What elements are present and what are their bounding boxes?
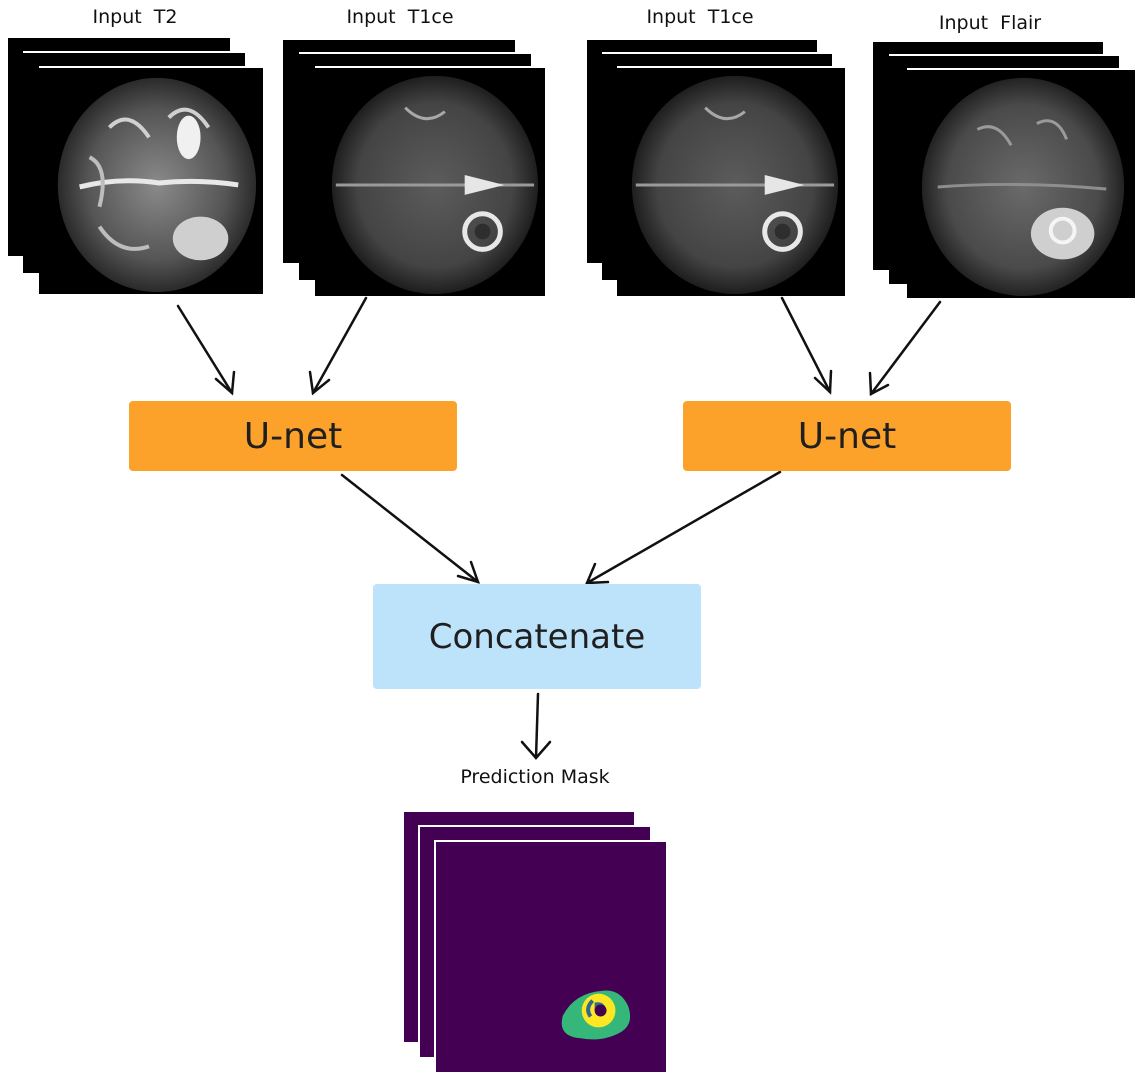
arrowhead [585, 562, 610, 585]
arrowhead [308, 370, 331, 396]
concatenate-node: Concatenate [373, 584, 701, 689]
input-t1ce-right-stack [587, 38, 845, 296]
arrowhead [520, 740, 552, 760]
edge-flair-to-unet-right [869, 300, 942, 396]
mri-slice-flair [907, 68, 1135, 298]
mri-slice-t1ce [315, 66, 545, 296]
mask-slice-front [434, 840, 666, 1072]
prediction-mask-stack [402, 810, 666, 1072]
input-flair-stack [873, 40, 1135, 298]
edge-t1ce-left-to-unet-left [311, 296, 368, 395]
input-t2-stack [8, 36, 263, 294]
input-t1ce-left-stack [283, 38, 545, 296]
edge-unet-right-to-concatenate [585, 470, 782, 585]
edge-t2-to-unet-left [176, 304, 234, 395]
input-t1ce-right-label: Input T1ce [646, 6, 754, 28]
arrowhead [868, 371, 890, 397]
arrowhead [456, 560, 480, 584]
edge-concatenate-to-mask [534, 692, 540, 760]
input-t2-label: Input T2 [92, 6, 178, 28]
edge-unet-left-to-concatenate [340, 473, 480, 584]
mri-slice-t1ce [617, 66, 845, 296]
input-flair-label: Input Flair [938, 12, 1042, 34]
edge-t1ce-right-to-unet-right [780, 296, 832, 394]
arrowhead [214, 370, 236, 396]
prediction-mask-label: Prediction Mask [460, 766, 610, 788]
input-t1ce-left-label: Input T1ce [346, 6, 454, 28]
unet-left-node: U-net [129, 401, 457, 471]
arrowhead [813, 369, 833, 395]
unet-right-node: U-net [683, 401, 1011, 471]
mri-slice-t2 [39, 66, 263, 294]
